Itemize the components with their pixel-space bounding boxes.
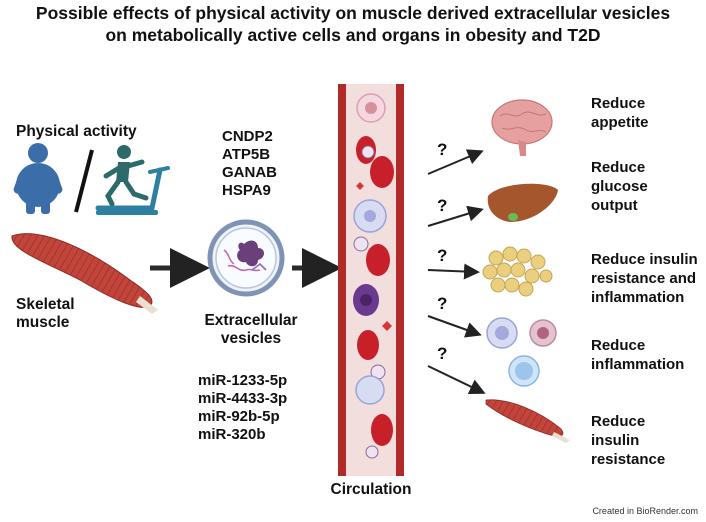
protein-item: HSPA9 bbox=[222, 182, 271, 199]
arrow-to-muscle bbox=[427, 365, 486, 395]
slash-divider bbox=[74, 149, 94, 213]
effect-line: resistance and bbox=[591, 270, 697, 287]
brain-icon bbox=[491, 99, 553, 156]
question-mark: ? bbox=[437, 246, 448, 265]
effect-line: inflammation bbox=[591, 289, 685, 306]
effect-line: Reduce bbox=[591, 337, 646, 354]
protein-list: CNDP2 ATP5B GANAB HSPA9 bbox=[222, 128, 277, 200]
effect-line: insulin bbox=[591, 432, 640, 449]
protein-item: ATP5B bbox=[222, 146, 271, 163]
arrow-to-brain bbox=[427, 149, 484, 175]
extracellular-vesicles-label: Extracellular vesicles bbox=[196, 312, 306, 348]
question-mark: ? bbox=[437, 344, 448, 363]
effect-reduce-inflammation: Reduce inflammation bbox=[591, 336, 684, 374]
effect-line: output bbox=[591, 197, 638, 214]
extracellular-vesicle-icon bbox=[207, 219, 285, 297]
arrow-to-liver bbox=[427, 205, 484, 227]
effect-line: Reduce bbox=[591, 95, 646, 112]
effect-reduce-insulin-resistance: Reduce insulin resistance bbox=[591, 412, 665, 469]
effect-line: inflammation bbox=[591, 356, 685, 373]
skeletal-muscle-label: Skeletal muscle bbox=[16, 296, 75, 332]
page-title: Possible effects of physical activity on… bbox=[0, 2, 706, 46]
effect-reduce-insulin-resistance-inflammation: Reduce insulin resistance and inflammati… bbox=[591, 250, 698, 307]
circulation-label: Circulation bbox=[330, 481, 412, 498]
obese-person-icon bbox=[13, 143, 63, 214]
effect-reduce-appetite: Reduce appetite bbox=[591, 94, 649, 132]
arrow-to-fat bbox=[427, 263, 480, 280]
treadmill-runner-icon bbox=[95, 145, 170, 215]
protein-item: CNDP2 bbox=[222, 128, 273, 145]
effect-reduce-glucose-output: Reduce glucose output bbox=[591, 158, 648, 215]
adipose-tissue-icon bbox=[482, 246, 553, 297]
mirna-item: miR-4433-3p bbox=[198, 390, 288, 407]
skeletal-muscle-icon bbox=[11, 233, 158, 314]
question-mark: ? bbox=[437, 140, 448, 159]
muscle-icon bbox=[485, 399, 570, 443]
question-mark: ? bbox=[437, 294, 448, 313]
skeletal-muscle-line-1: Skeletal bbox=[16, 296, 75, 313]
physical-activity-label: Physical activity bbox=[16, 123, 137, 140]
effect-line: Reduce insulin bbox=[591, 251, 698, 268]
liver-icon bbox=[487, 183, 558, 222]
ev-label-line-2: vesicles bbox=[220, 330, 282, 348]
arrow-to-immune bbox=[427, 315, 482, 338]
question-mark: ? bbox=[437, 196, 448, 215]
title-line-2: on metabolically active cells and organs… bbox=[105, 25, 601, 45]
effect-line: glucose bbox=[591, 178, 648, 195]
mirna-item: miR-320b bbox=[198, 426, 266, 443]
skeletal-muscle-line-2: muscle bbox=[16, 314, 70, 332]
title-line-1: Possible effects of physical activity on… bbox=[35, 3, 671, 23]
blood-vessel-icon bbox=[338, 84, 404, 476]
immune-cells-icon bbox=[486, 317, 557, 387]
ev-label-line-1: Extracellular bbox=[204, 312, 298, 329]
mirna-item: miR-1233-5p bbox=[198, 372, 288, 389]
protein-item: GANAB bbox=[222, 164, 277, 181]
biorender-credit: Created in BioRender.com bbox=[592, 506, 698, 516]
effect-line: appetite bbox=[591, 114, 649, 131]
effect-line: resistance bbox=[591, 451, 666, 468]
effect-line: Reduce bbox=[591, 159, 646, 176]
effect-line: Reduce bbox=[591, 413, 646, 430]
mirna-item: miR-92b-5p bbox=[198, 408, 280, 425]
mirna-list: miR-1233-5p miR-4433-3p miR-92b-5p miR-3… bbox=[198, 372, 287, 444]
